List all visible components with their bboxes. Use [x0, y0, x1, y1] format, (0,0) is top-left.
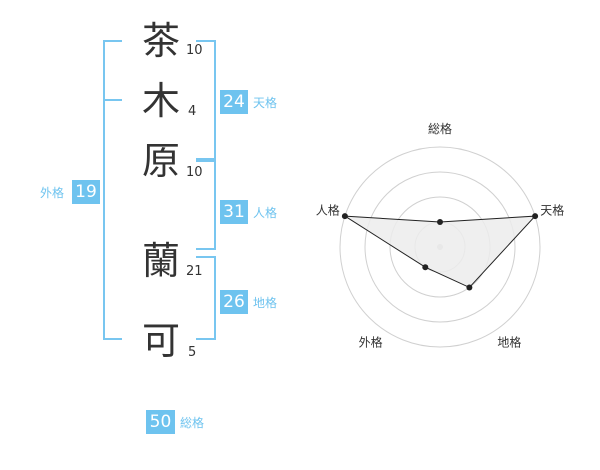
radar-ring-3 [364, 171, 516, 323]
soukaku-value: 50 [146, 410, 175, 434]
radar-point-人格 [341, 213, 348, 220]
name-char-5: 可 [142, 319, 181, 363]
radar-point-外格 [422, 264, 429, 271]
radar-point-総格 [437, 219, 443, 225]
radar-label-4: 人格 [316, 203, 340, 218]
chikaku-value: 26 [220, 290, 248, 314]
stroke-count-3: 10 [186, 165, 203, 180]
name-char-1: 茶 [142, 19, 181, 63]
stroke-count-2: 4 [188, 104, 197, 119]
gaikaku-bracket [103, 40, 122, 340]
stroke-count-4: 21 [186, 264, 203, 279]
jinkaku-bracket [196, 160, 216, 250]
radar-label-3: 外格 [359, 334, 383, 349]
radar-label-0: 総格 [428, 121, 452, 136]
radar-points [341, 213, 539, 291]
chikaku-label: 地格 [253, 296, 278, 310]
tenkaku-value: 24 [220, 90, 248, 114]
radar-label-1: 天格 [540, 203, 564, 218]
radar-polygon [344, 215, 537, 289]
radar-grid [339, 146, 541, 348]
stroke-count-1: 10 [186, 43, 203, 58]
tenkaku-label: 天格 [253, 96, 278, 110]
radar-ring-4 [339, 146, 541, 348]
name-char-2: 木 [142, 79, 181, 123]
jinkaku-value: 31 [220, 200, 248, 224]
gaikaku-value: 19 [72, 180, 100, 204]
radar-label-2: 地格 [497, 334, 521, 349]
gaikaku-bracket-tick [103, 99, 122, 101]
chikaku-bracket [196, 256, 216, 340]
stroke-count-5: 5 [188, 345, 197, 360]
name-char-4: 蘭 [142, 239, 181, 283]
radar-point-天格 [532, 213, 539, 220]
jinkaku-label: 人格 [253, 206, 278, 220]
tenkaku-bracket [196, 40, 216, 160]
soukaku-label: 総格 [180, 416, 205, 430]
gaikaku-label: 外格 [40, 186, 65, 200]
name-char-3: 原 [142, 139, 181, 183]
radar-point-地格 [466, 284, 473, 291]
